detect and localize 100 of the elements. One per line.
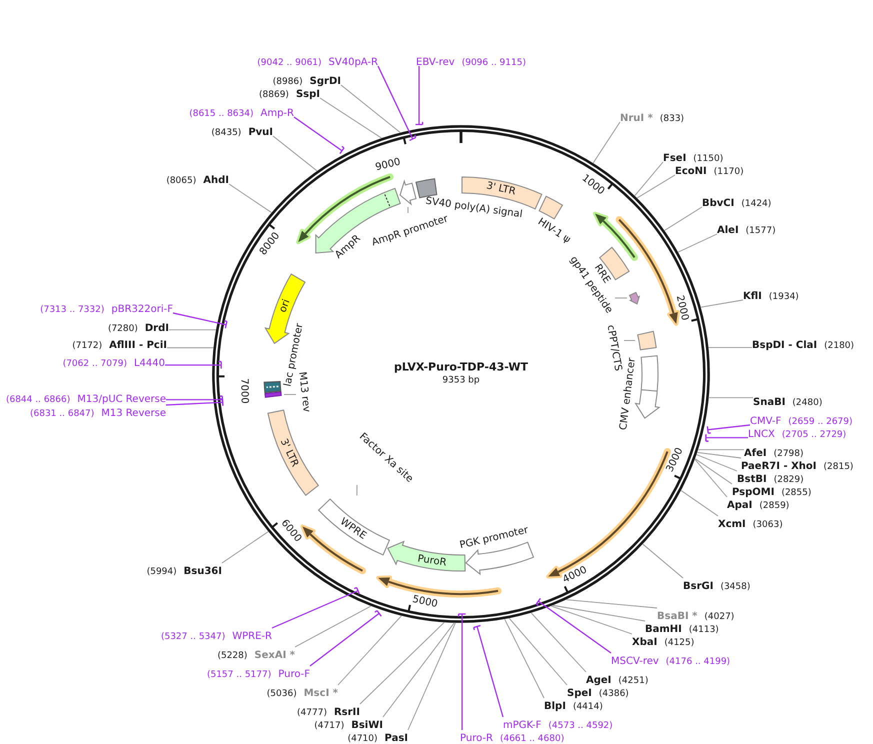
tick-label: 9000 (374, 156, 402, 174)
enzyme-name: ApaI (727, 500, 752, 511)
enzyme-name: BamHI (645, 624, 682, 635)
leader-line (708, 347, 752, 348)
primer-name: Puro-F (278, 669, 310, 680)
enzyme-name: SspI (296, 89, 320, 100)
leader-line (473, 624, 504, 718)
leader-line (284, 394, 296, 395)
leader-line (664, 206, 702, 231)
cut-site-position: (2480) (792, 398, 822, 408)
enzyme-name: AgeI (586, 675, 612, 686)
leader-line (694, 458, 732, 484)
enzyme-name: AhdI (203, 175, 229, 186)
enzyme-name: FseI (663, 153, 686, 164)
primer-position: (4176 .. 4199) (666, 657, 730, 667)
leader-line (550, 606, 632, 634)
leader-line (272, 586, 360, 629)
leader-line (508, 618, 568, 686)
leader-line (222, 531, 269, 564)
cut-site-position: (4113) (688, 625, 719, 635)
feature-label: cPPT/CTS (604, 324, 624, 372)
leader-line (168, 329, 216, 330)
enzyme-name: PaeR7I - XhoI (741, 461, 817, 472)
leader-line (536, 598, 612, 654)
tick-label: 2000 (674, 294, 691, 322)
leader-line (705, 434, 748, 442)
tick-label: 5000 (412, 594, 440, 610)
primer-position: (4661 .. 4680) (500, 734, 564, 744)
enzyme-name: XcmI (718, 519, 746, 530)
cut-site-position: (2815) (824, 462, 854, 472)
leader-line (552, 604, 646, 622)
primer-name: Puro-R (460, 733, 493, 744)
leader-line (320, 98, 382, 138)
primer-name: Amp-R (260, 108, 294, 119)
leader-line (408, 622, 456, 730)
cut-site-position: (4251) (618, 676, 648, 686)
primer-name: mPGK-F (503, 720, 542, 731)
primer-name: M13 Reverse (101, 408, 166, 419)
cut-site-position: (3063) (752, 520, 783, 530)
cut-site-position: (4717) (314, 721, 344, 731)
enzyme-name: BstBI (737, 474, 767, 485)
cut-site-position: (8986) (272, 77, 303, 87)
leader-line (340, 84, 401, 133)
primer-name: SV40pA-R (328, 57, 378, 68)
cut-site-position: (4027) (704, 612, 734, 622)
leader-line (166, 398, 224, 406)
cut-site-position: (1934) (768, 292, 799, 302)
primer-name: EBV-rev (416, 57, 455, 68)
primer-name: M13/pUC Reverse (77, 394, 166, 405)
primer-position: (4573 .. 4592) (548, 721, 613, 731)
leader-line (680, 490, 718, 516)
leader-line (624, 340, 636, 341)
leader-line (360, 622, 445, 704)
enzyme-name: AflIII - PciI (109, 340, 167, 351)
enzyme-name: SnaBI (753, 397, 786, 408)
cut-site-position: (4125) (664, 638, 694, 648)
primer-name: MSCV-rev (611, 656, 659, 667)
leader-line (294, 606, 372, 648)
enzyme-name: BsiWI (351, 720, 383, 731)
enzyme-name: AleI (717, 225, 739, 236)
primer-position: (9096 .. 9115) (462, 58, 526, 68)
cut-site-position: (7280) (108, 324, 138, 334)
feature-label: ori (277, 298, 292, 314)
enzyme-name: BspDI - ClaI (752, 340, 818, 351)
sequence-length: 9353 bp (442, 376, 480, 386)
enzyme-name: SgrDI (310, 76, 341, 87)
cut-site-position: (2798) (774, 449, 804, 459)
feature-label: M13 rev (296, 371, 312, 413)
leader-line (377, 66, 416, 142)
tick-label: 3000 (664, 446, 686, 474)
leader-line (228, 184, 272, 213)
primer-name: LNCX (748, 429, 775, 440)
enzyme-name: BbvCI (702, 198, 734, 209)
leader-line (706, 424, 750, 434)
enzyme-name: PspOMI (732, 487, 774, 498)
leader-line (504, 618, 544, 698)
cut-site-position: (1150) (693, 154, 724, 164)
cut-site-position: (2859) (759, 501, 790, 511)
enzyme-name: NruI * (620, 113, 653, 124)
primer-name: pBR322ori-F (111, 304, 173, 315)
cut-site-position: (4386) (598, 689, 629, 699)
enzyme-name: BsaBI * (657, 611, 698, 622)
leader-line (708, 397, 754, 398)
cut-site-position: (3458) (720, 582, 750, 592)
primer-position: (2705 .. 2729) (782, 430, 846, 440)
enzyme-name: EcoNI (675, 166, 707, 177)
cut-site-position: (1424) (741, 199, 772, 209)
primer-name: WPRE-R (232, 631, 272, 642)
leader-line (172, 312, 228, 329)
leader-line (166, 347, 214, 348)
cut-site-position: (8869) (259, 90, 289, 100)
leader-line (698, 449, 744, 450)
leader-line (642, 544, 684, 578)
leader-line (310, 610, 382, 666)
primer-position: (9042 .. 9061) (257, 58, 322, 68)
enzyme-name: RsrII (334, 707, 360, 718)
leader-line (634, 162, 664, 196)
tick-label: 7000 (238, 378, 250, 404)
cut-site-position: (8435) (211, 128, 242, 138)
leader-line (382, 622, 455, 718)
